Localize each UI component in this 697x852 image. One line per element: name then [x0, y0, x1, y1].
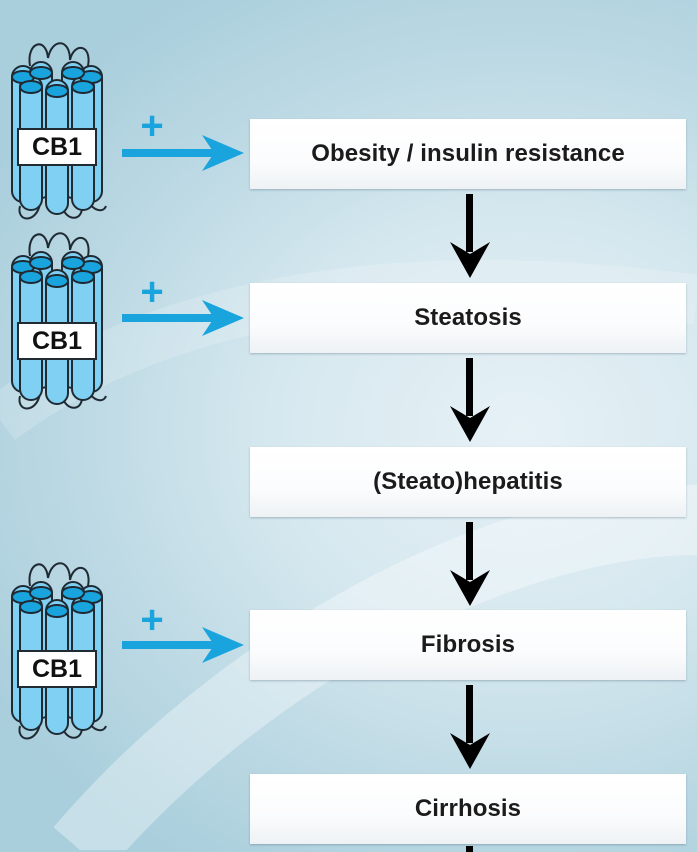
- seven-transmembrane-receptor-icon: [11, 232, 107, 410]
- cb1-label: CB1: [17, 650, 97, 688]
- stage-label: Fibrosis: [420, 631, 516, 658]
- stage-box-fibrosis: Fibrosis: [250, 610, 686, 680]
- arrow-down-icon: [450, 194, 490, 278]
- stage-label: Steatosis: [414, 304, 522, 331]
- stage-box-steatosis: Steatosis: [250, 283, 686, 353]
- stage-label: (Steato)hepatitis: [373, 468, 563, 495]
- cb1-receptor: CB1: [0, 556, 112, 746]
- stage-box-obesity: Obesity / insulin resistance: [250, 119, 686, 189]
- arrow-down-icon: [450, 685, 490, 769]
- stage-box-steatohepatitis: (Steato)hepatitis: [250, 447, 686, 517]
- stage-box-cirrhosis: Cirrhosis: [250, 774, 686, 844]
- arrow-down-icon: [450, 522, 490, 606]
- plus-sign: +: [140, 270, 164, 314]
- plus-sign: +: [140, 598, 164, 642]
- stage-label: Obesity / insulin resistance: [311, 140, 625, 167]
- cb1-label: CB1: [17, 128, 97, 166]
- arrow-down-icon: [466, 846, 473, 852]
- plus-sign: +: [140, 104, 164, 148]
- arrow-down-icon: [450, 358, 490, 442]
- cb1-label: CB1: [17, 322, 97, 360]
- arrow-right-icon: [122, 300, 244, 336]
- arrow-right-icon: [122, 135, 244, 171]
- cb1-receptor: CB1: [0, 226, 112, 416]
- arrow-right-icon: [122, 627, 244, 663]
- stage-label: Cirrhosis: [414, 795, 522, 822]
- cb1-receptor: CB1: [0, 36, 112, 226]
